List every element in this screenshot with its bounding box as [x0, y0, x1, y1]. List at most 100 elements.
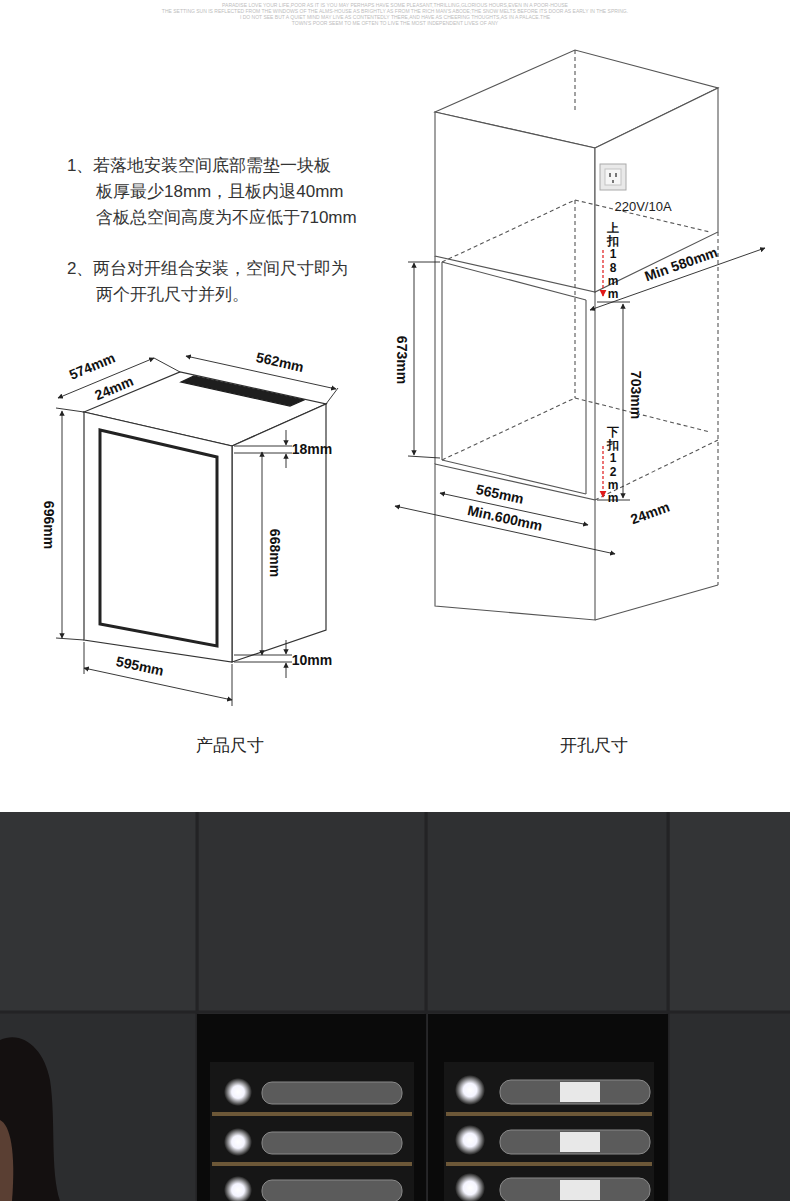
cabinet-drawing	[435, 464, 595, 620]
power-socket	[605, 169, 621, 185]
clearance-arrows	[602, 250, 603, 296]
wine-cooler-photo	[428, 812, 667, 1012]
product-dimension-lines	[84, 642, 85, 674]
cutout-dimension-lines	[395, 248, 765, 554]
wine-cooler-photo	[500, 1178, 650, 1201]
cabinet-drawing	[574, 50, 575, 112]
wine-cooler-photo	[455, 1075, 485, 1105]
cutout-dimension-lines	[623, 304, 624, 498]
wine-cooler-photo	[560, 1082, 600, 1102]
product-drawing	[181, 376, 304, 406]
cabinet-drawing	[594, 292, 595, 500]
wine-cooler-photo	[224, 1128, 252, 1156]
product-dimension-lines	[56, 408, 84, 412]
wine-cooler-photo	[0, 812, 197, 1012]
product-dimension-lines	[234, 662, 292, 663]
product-dimension-lines	[232, 664, 233, 706]
wine-cooler-photo	[212, 1162, 412, 1166]
wine-cooler-photo	[224, 1078, 252, 1106]
wine-cooler-photo	[500, 1130, 650, 1154]
install-note: 2、两台对开组合安装，空间尺寸即为 两个开孔尺寸并列。	[67, 256, 387, 308]
wine-cooler-photo	[262, 1080, 650, 1201]
cabinet-drawing	[435, 112, 595, 292]
wine-cooler-photo	[212, 1112, 652, 1166]
socket-label: 220V/10A	[614, 199, 671, 214]
power-socket	[600, 164, 626, 190]
product-dimension-lines	[286, 454, 287, 468]
install-note: 1、若落地安装空间底部需垫一块板 板厚最少18mm，且板内退40mm 含板总空间…	[67, 153, 387, 231]
watermark-text: I DO NOT SEE BUT A QUIET MIND MAY LIVE A…	[240, 14, 550, 20]
wine-cooler-photo	[0, 1120, 13, 1201]
cabinet-drawing	[442, 398, 575, 460]
watermark-text: PARADISE LOVE YOUR LIFE,POOR AS IT IS YO…	[222, 2, 568, 8]
wine-cooler-photo	[262, 1082, 402, 1104]
cabinet-drawing	[434, 256, 435, 464]
wine-cooler-photo	[262, 1180, 402, 1201]
wine-cooler-photo	[262, 1132, 402, 1154]
dimension-label: 673mm	[394, 336, 410, 384]
cutout-dimension-lines	[408, 262, 440, 263]
product-dimension-lines	[286, 640, 287, 654]
product-dimension-lines	[56, 356, 338, 706]
wine-cooler-photo	[670, 812, 790, 1012]
cabinet-drawing	[442, 200, 575, 262]
wine-cooler-photo	[455, 1125, 485, 1155]
product-dimension-lines	[234, 446, 292, 447]
wine-cooler-photo	[446, 1162, 652, 1166]
wine-cooler-photo	[0, 1011, 790, 1014]
dimension-label: 703mm	[628, 371, 644, 419]
product-dimension-lines	[262, 452, 263, 655]
figure-caption: 产品尺寸	[196, 734, 264, 757]
wine-cooler-photo	[224, 1176, 252, 1201]
clearance-arrows	[602, 446, 603, 497]
wine-cooler-photo	[197, 1014, 426, 1201]
cabinet-drawing	[442, 262, 586, 300]
wine-cooler-photo	[560, 1180, 600, 1200]
dimension-label: 696mm	[41, 501, 57, 549]
dimension-label: 562mm	[255, 349, 306, 375]
dimension-label: 18mm	[292, 441, 332, 457]
wine-cooler-photo	[500, 1080, 650, 1104]
cabinet-drawing	[435, 50, 718, 620]
product-drawing	[84, 372, 326, 662]
dimension-label: 668mm	[267, 529, 283, 577]
cabinet-drawing	[585, 300, 586, 494]
wine-cooler-photo	[560, 1132, 600, 1152]
product-dimension-lines	[286, 663, 287, 678]
product-dimension-lines	[234, 655, 292, 656]
wine-cooler-photo	[455, 1173, 485, 1201]
wine-cooler-photo	[0, 812, 790, 1201]
product-dimension-lines	[326, 388, 338, 404]
wine-cooler-photo	[560, 1082, 600, 1200]
product-drawing	[84, 412, 232, 662]
cabinet-drawing	[595, 585, 718, 620]
watermark-text: THE SETTING SUN IS REFLECTED FROM THE WI…	[162, 8, 628, 14]
cutout-dimension-lines	[414, 263, 415, 455]
dimension-label: 574mm	[67, 349, 118, 382]
product-dimension-lines	[62, 411, 63, 638]
dimension-label: 24mm	[628, 499, 672, 528]
figure-caption: 开孔尺寸	[560, 734, 628, 757]
wine-cooler-photo	[199, 812, 425, 1012]
clearance-arrows	[602, 250, 603, 497]
cabinet-drawing	[441, 262, 442, 460]
product-dimension-lines	[234, 453, 292, 454]
power-socket	[615, 173, 617, 177]
power-socket	[612, 180, 614, 183]
cabinet-drawing	[717, 232, 718, 585]
cutout-dimension-lines	[408, 456, 440, 458]
product-dimension-lines	[286, 430, 287, 445]
dimension-label: 10mm	[292, 652, 332, 668]
product-dimension-lines	[154, 358, 180, 372]
power-socket	[600, 164, 626, 190]
clearance-label: 上扣18mm	[607, 222, 619, 301]
power-socket	[609, 173, 611, 177]
product-dimension-lines	[56, 638, 84, 640]
watermark-text: TOWN'S POOR SEEM TO ME OFTEN TO LIVE THE…	[292, 20, 498, 26]
product-drawing	[100, 430, 217, 646]
cabinet-drawing	[574, 200, 575, 398]
wine-cooler-photo	[224, 1075, 485, 1201]
wine-cooler-photo	[446, 1112, 652, 1116]
